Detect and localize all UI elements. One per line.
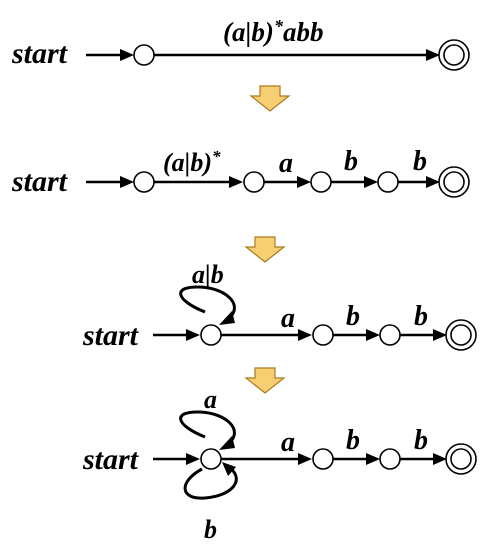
state-1 [312, 324, 334, 346]
loop-top-label: a [204, 385, 217, 414]
regex-star: * [274, 16, 284, 36]
self-loop-bottom [183, 466, 238, 500]
transition-label: (a|b)*abb [223, 16, 323, 47]
edge-label-2: b [344, 146, 358, 177]
start-label: start [82, 443, 140, 476]
stage-1: start (a|b)*abb [11, 16, 470, 71]
state-1 [243, 171, 265, 193]
transform-arrow-2 [244, 236, 286, 263]
edge-label-3: b [413, 146, 427, 177]
regex-tail: abb [283, 17, 324, 47]
edge-label-3: b [414, 425, 428, 456]
regex-group: (a|b) [163, 148, 212, 177]
state-3 [377, 171, 399, 193]
state-2 [379, 324, 401, 346]
transform-arrow-3 [244, 367, 286, 394]
start-label: start [82, 319, 140, 352]
state-0 [133, 171, 155, 193]
state-accept-inner [443, 171, 465, 193]
self-loop-top [179, 410, 236, 445]
edge-label-3: b [414, 301, 428, 332]
state-1 [312, 448, 334, 470]
stage-3: a|b start a b b [82, 260, 477, 352]
regex-star: * [212, 147, 221, 166]
state-start [133, 44, 155, 66]
state-accept-inner [443, 44, 465, 66]
state-accept-inner [450, 448, 472, 470]
edge-label-1: a [281, 427, 295, 458]
start-label: start [11, 37, 69, 70]
loop-bottom-label: b [204, 515, 217, 544]
edge-label-2: b [346, 425, 360, 456]
edge-label-1: a [279, 148, 293, 179]
state-0 [200, 324, 222, 346]
loop-label: a|b [192, 260, 224, 289]
state-0 [200, 448, 222, 470]
state-2 [310, 171, 332, 193]
start-label: start [11, 165, 69, 198]
stage-4: a start a b b b [82, 385, 477, 544]
edge-label-0: (a|b)* [163, 147, 221, 177]
state-2 [379, 448, 401, 470]
stage-2: start (a|b)* a b b [11, 146, 470, 198]
regex-group: (a|b) [223, 17, 274, 47]
transform-arrow-1 [249, 85, 291, 112]
self-loop [179, 285, 236, 320]
edge-label-1: a [281, 303, 295, 334]
state-accept-inner [450, 324, 472, 346]
edge-label-2: b [346, 301, 360, 332]
